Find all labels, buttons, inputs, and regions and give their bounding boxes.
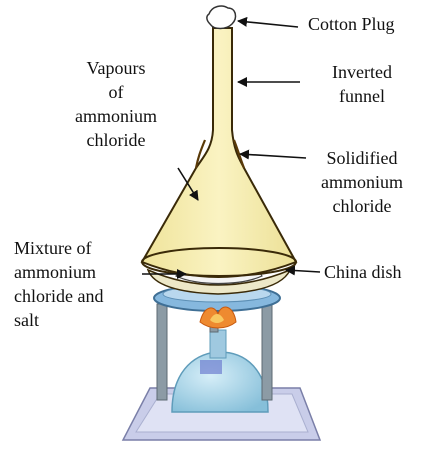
inverted-funnel-line-2: funnel: [339, 86, 385, 106]
flame: [199, 306, 237, 329]
inverted-funnel: [140, 27, 298, 278]
burner: [171, 329, 269, 413]
mixture-line-4: salt: [14, 310, 39, 330]
mixture-line-1: Mixture of: [14, 238, 92, 258]
vapours-line-4: chloride: [86, 130, 146, 150]
china-dish-text: China dish: [324, 262, 402, 282]
mixture-line-3: chloride and: [14, 286, 104, 306]
inverted-funnel-line-1: Inverted: [332, 62, 392, 82]
label-inverted-funnel: Inverted funnel: [318, 60, 406, 108]
label-cotton-plug: Cotton Plug: [308, 12, 395, 36]
cotton-plug-text: Cotton Plug: [308, 14, 395, 34]
solidified-line-2: ammonium: [321, 172, 403, 192]
label-vapours: Vapours of ammonium chloride: [62, 56, 170, 152]
mixture-line-2: ammonium: [14, 262, 96, 282]
vapours-line-1: Vapours: [86, 58, 146, 78]
vapours-line-3: ammonium: [75, 106, 157, 126]
solidified-line-1: Solidified: [326, 148, 398, 168]
label-mixture: Mixture of ammonium chloride and salt: [14, 236, 136, 332]
vapours-line-2: of: [108, 82, 124, 102]
label-china-dish: China dish: [324, 260, 402, 284]
label-solidified-ammonium-chloride: Solidified ammonium chloride: [306, 146, 418, 218]
solidified-line-3: chloride: [332, 196, 392, 216]
cotton-plug: [206, 5, 237, 30]
pointer-arrows: [142, 16, 321, 279]
